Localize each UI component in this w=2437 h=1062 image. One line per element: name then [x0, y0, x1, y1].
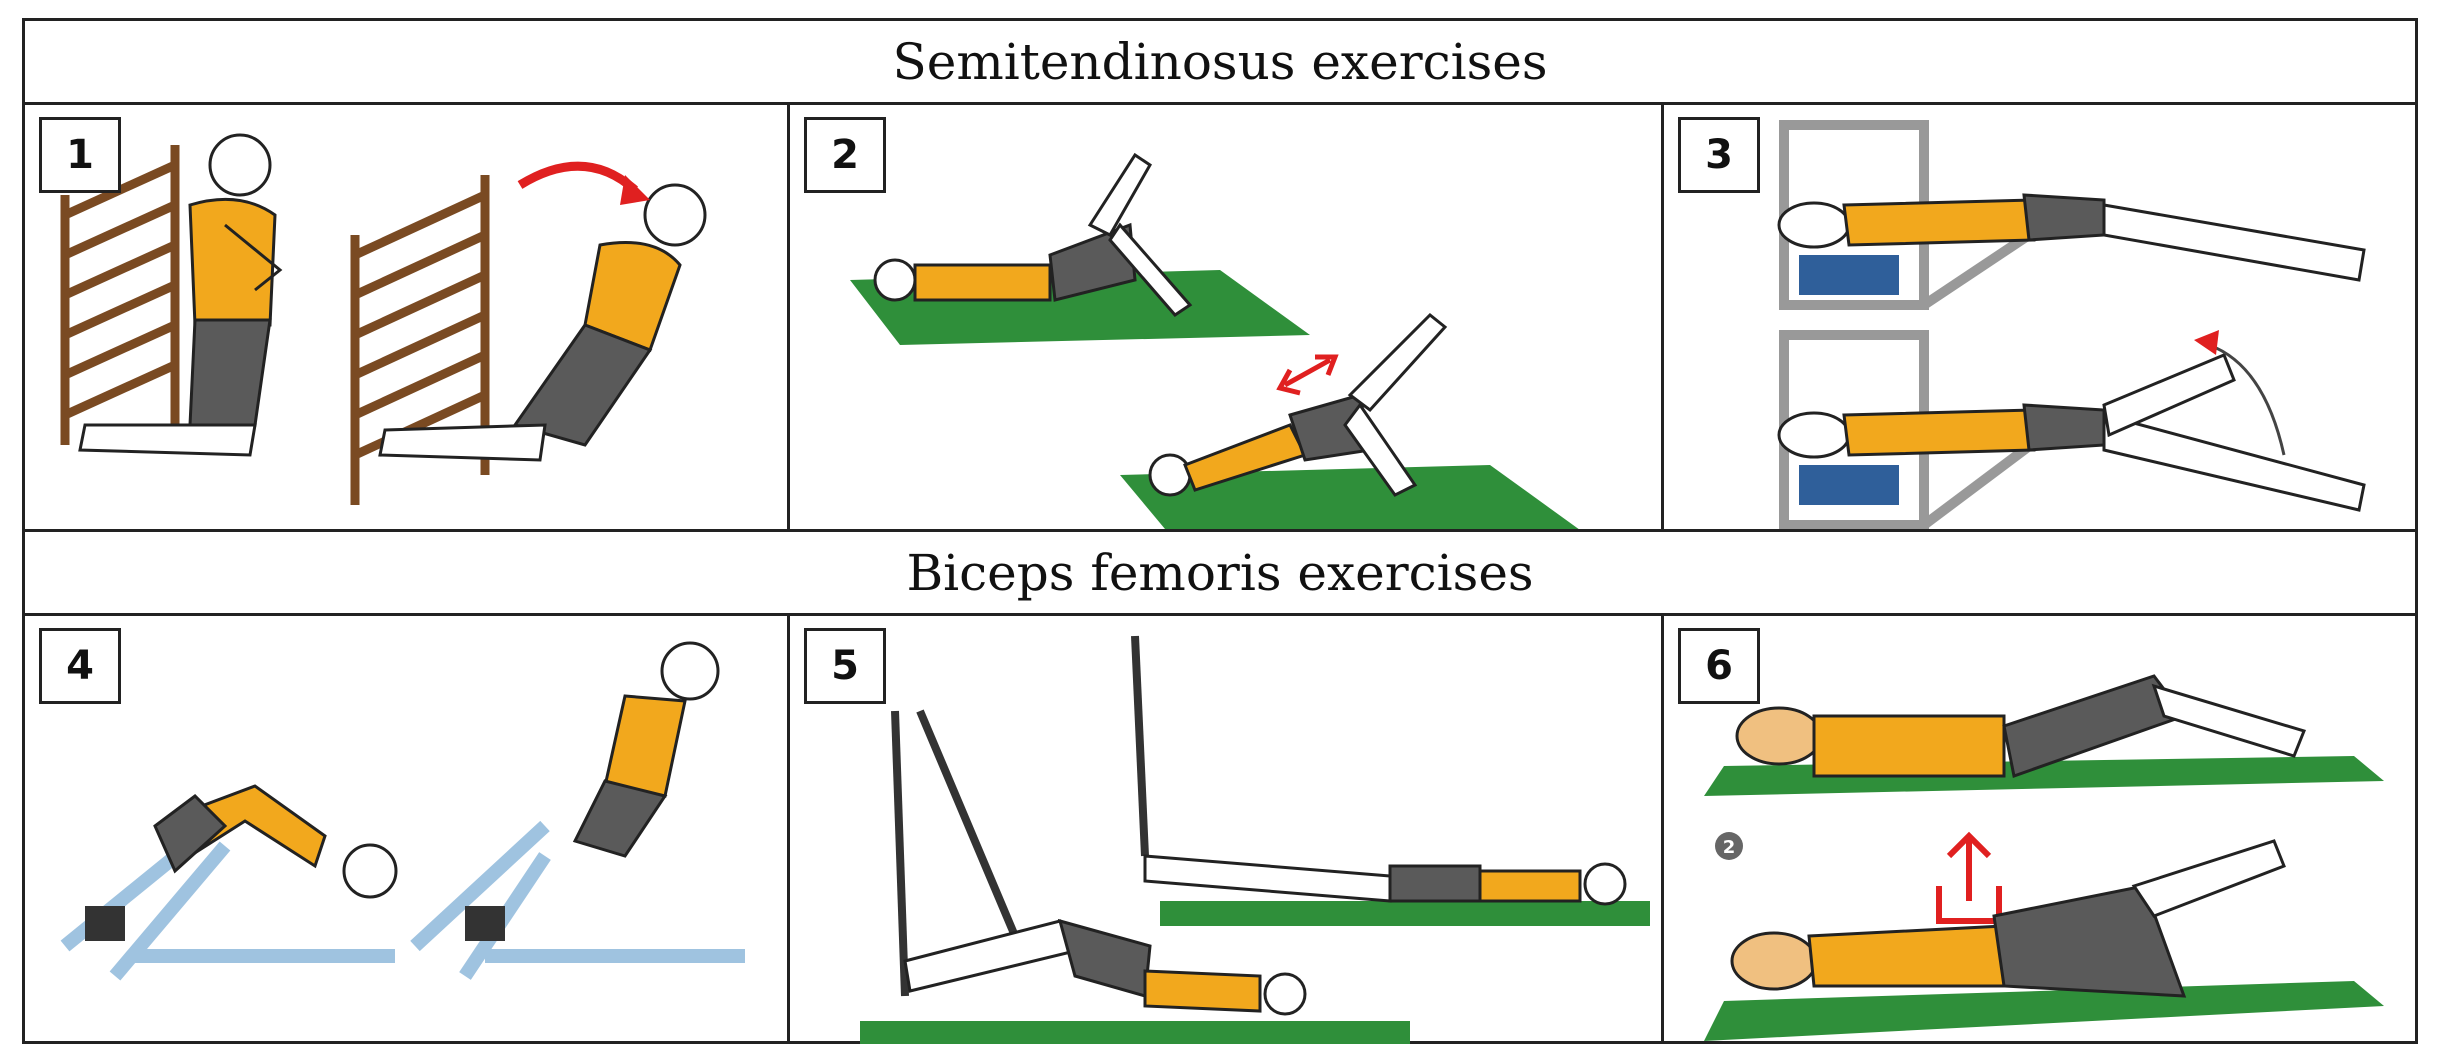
lift-arrow: [1936, 831, 2002, 924]
semitendinosus-header: Semitendinosus exercises: [25, 21, 2415, 105]
wall-bars: [350, 175, 490, 505]
divider: [1661, 616, 1664, 1044]
foot-pad: [85, 906, 125, 941]
exercise-mat: [860, 1021, 1410, 1044]
arrow-head: [2194, 330, 2219, 355]
panel-number: 6: [1678, 628, 1760, 704]
movement-arrow: [1276, 354, 1339, 396]
exercise-mat: [1120, 465, 1579, 529]
step-badge-number: 2: [1723, 837, 1736, 858]
panel-number: 1: [39, 117, 121, 193]
panel-number: 3: [1678, 117, 1760, 193]
suspension-curl-illustration: [860, 635, 1650, 1044]
upright-figure: [78, 133, 283, 457]
divider: [1661, 105, 1664, 529]
hip-extension-illustration: [1777, 120, 2366, 529]
top-figure: [1777, 193, 2366, 282]
foot-pad: [465, 906, 505, 941]
panel-5-suspension-curl: 5: [790, 616, 1661, 1044]
suspension-straps: [891, 635, 1149, 997]
panel-number: 2: [804, 117, 886, 193]
lying-figure-top: [1143, 854, 1627, 906]
lying-figure: [873, 152, 1193, 317]
single-leg-bridge-illustration: [850, 152, 1579, 529]
exercise-diagram-frame: Semitendinosus exercises 1: [22, 18, 2418, 1044]
exercise-mat: [1704, 981, 2384, 1041]
upright-figure: [465, 641, 720, 941]
divider: [787, 105, 790, 529]
panel-3-hip-extension: 3: [1664, 105, 2421, 529]
forward-arrow: [517, 161, 639, 194]
panel-1-nordic-curl: 1: [25, 105, 787, 529]
back-extension-illustration: [60, 641, 745, 981]
hip-lift-illustration: 2: [1704, 674, 2384, 1041]
nordic-curl-illustration: [60, 133, 707, 505]
machine-pad: [1799, 255, 1899, 295]
bridge-figure: [1148, 312, 1448, 497]
step-badge: [1715, 832, 1743, 860]
bottom-figure: [1777, 353, 2366, 512]
leaning-figure: [378, 183, 707, 462]
divider: [787, 616, 790, 1044]
panel-number: 4: [39, 628, 121, 704]
lying-figure-bottom: [1730, 839, 2286, 998]
biceps-femoris-header: Biceps femoris exercises: [25, 529, 2415, 616]
exercise-mat: [1160, 901, 1650, 926]
lying-figure-bottom: [903, 918, 1307, 1016]
panel-4-back-extension: 4: [25, 616, 787, 1044]
bent-figure: [85, 784, 398, 941]
panel-2-single-leg-bridge: 2: [790, 105, 1661, 529]
lift-arrow: [2208, 343, 2286, 456]
lying-figure-top: [1735, 674, 2307, 778]
arrow-head: [620, 175, 650, 205]
panel-number: 5: [804, 628, 886, 704]
panel-6-hip-lift: 6 2: [1664, 616, 2421, 1044]
machine-pad: [1799, 465, 1899, 505]
